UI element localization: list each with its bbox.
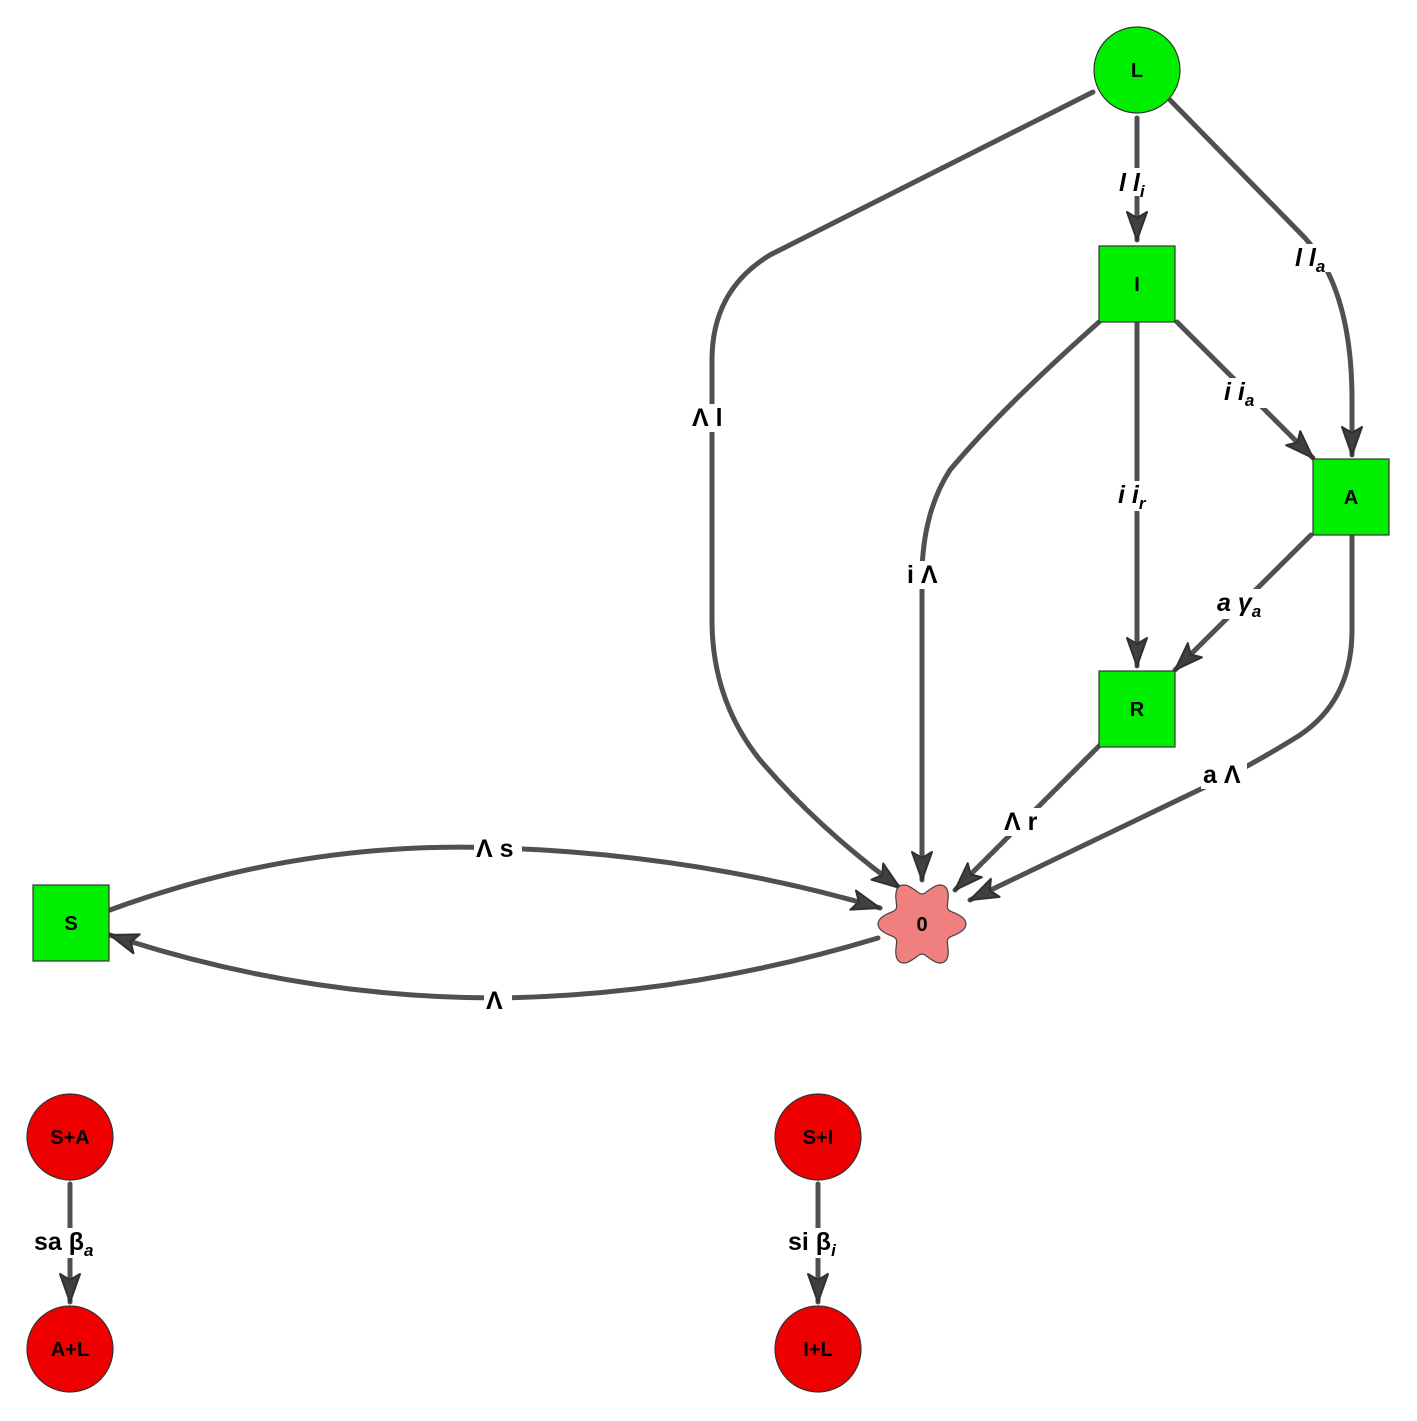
edge-I-to-R: i ir — [1116, 319, 1160, 669]
node-zero-sink: 0 — [877, 884, 967, 964]
edge-label-I-R: i ir — [1118, 481, 1147, 513]
edge-SI-to-IL: si βi — [786, 1181, 852, 1305]
node-S-plus-I: S+I — [774, 1093, 862, 1181]
node-I: I — [1098, 245, 1176, 323]
edge-label-R-0: Λ r — [1004, 808, 1038, 836]
svg-text:S: S — [64, 913, 77, 935]
node-S: S — [32, 884, 110, 962]
svg-text:A+L: A+L — [51, 1339, 89, 1361]
node-A-plus-L: A+L — [26, 1305, 114, 1393]
svg-text:I+L: I+L — [803, 1339, 832, 1361]
svg-text:S+I: S+I — [803, 1127, 834, 1149]
edge-A-to-0: a Λ — [967, 532, 1355, 903]
node-L: L — [1093, 26, 1181, 114]
edge-S-to-0: Λ s — [107, 835, 883, 913]
edge-label-I-0: i Λ — [907, 561, 938, 589]
edge-I-to-0: i Λ — [905, 319, 1102, 883]
edge-label-0-S: Λ — [486, 987, 503, 1015]
svg-text:0: 0 — [916, 914, 927, 936]
edge-label-L-I: l li — [1119, 169, 1146, 201]
edge-label-A-R: a γa — [1217, 589, 1261, 621]
svg-text:R: R — [1130, 699, 1145, 721]
node-I-plus-L: I+L — [774, 1305, 862, 1393]
edge-label-L-0: Λ l — [692, 404, 723, 432]
node-R: R — [1098, 670, 1176, 748]
svg-text:L: L — [1131, 60, 1143, 82]
edge-L-to-I: l li — [1116, 115, 1160, 243]
edge-L-to-A: l la — [1167, 97, 1363, 458]
svg-text:I: I — [1134, 274, 1140, 296]
edge-R-to-0: Λ r — [952, 742, 1103, 893]
edge-label-I-A: i ia — [1224, 378, 1254, 410]
node-A: A — [1312, 458, 1390, 536]
edge-I-to-A: i ia — [1174, 319, 1316, 461]
svg-text:A: A — [1344, 487, 1358, 509]
edge-label-SI-IL: si βi — [788, 1228, 837, 1260]
edge-L-to-0: Λ l — [690, 89, 1096, 891]
edge-label-L-A: l la — [1295, 244, 1325, 276]
edge-A-to-R: a γa — [1172, 532, 1314, 673]
edge-label-S-0: Λ s — [476, 835, 514, 863]
node-S-plus-A: S+A — [26, 1093, 114, 1181]
edge-0-to-S: Λ — [107, 932, 881, 1015]
svg-text:S+A: S+A — [50, 1127, 89, 1149]
edge-label-A-0: a Λ — [1203, 761, 1241, 789]
edge-label-SA-AL: sa βa — [34, 1228, 93, 1260]
edge-SA-to-AL: sa βa — [32, 1181, 110, 1305]
